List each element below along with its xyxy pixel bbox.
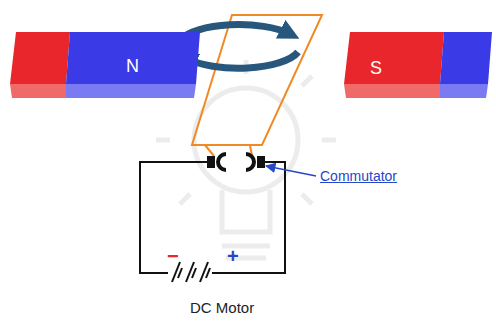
magnet-pole	[66, 32, 200, 84]
armature-loop	[192, 15, 322, 145]
magnet-block: N	[10, 32, 200, 100]
commutator-segment	[246, 152, 256, 172]
pole-letter: S	[370, 58, 382, 78]
magnet-pole	[10, 32, 70, 84]
magnet-shape	[10, 32, 200, 100]
magnet-pole	[440, 32, 492, 84]
magnet-side	[66, 84, 196, 98]
magnet-side	[10, 84, 66, 98]
brush	[207, 156, 215, 168]
circuit-wire	[212, 162, 285, 273]
magnet-side	[344, 84, 440, 98]
figure-caption: DC Motor	[190, 299, 254, 316]
magnet-side	[440, 84, 488, 98]
commutator-segment	[216, 152, 226, 172]
pole-letter: N	[126, 56, 139, 76]
polarity-sign: −	[167, 245, 179, 268]
magnet-shape	[344, 32, 492, 100]
polarity-sign: +	[227, 245, 239, 268]
loop-lead	[205, 145, 214, 156]
circuit-wire	[140, 162, 207, 273]
magnet-pole	[344, 32, 444, 84]
leader-line	[266, 166, 316, 176]
part-name: Commutator	[320, 168, 397, 184]
rotation-arrow	[186, 52, 298, 68]
magnet-block: S	[344, 32, 492, 100]
brush	[257, 156, 265, 168]
